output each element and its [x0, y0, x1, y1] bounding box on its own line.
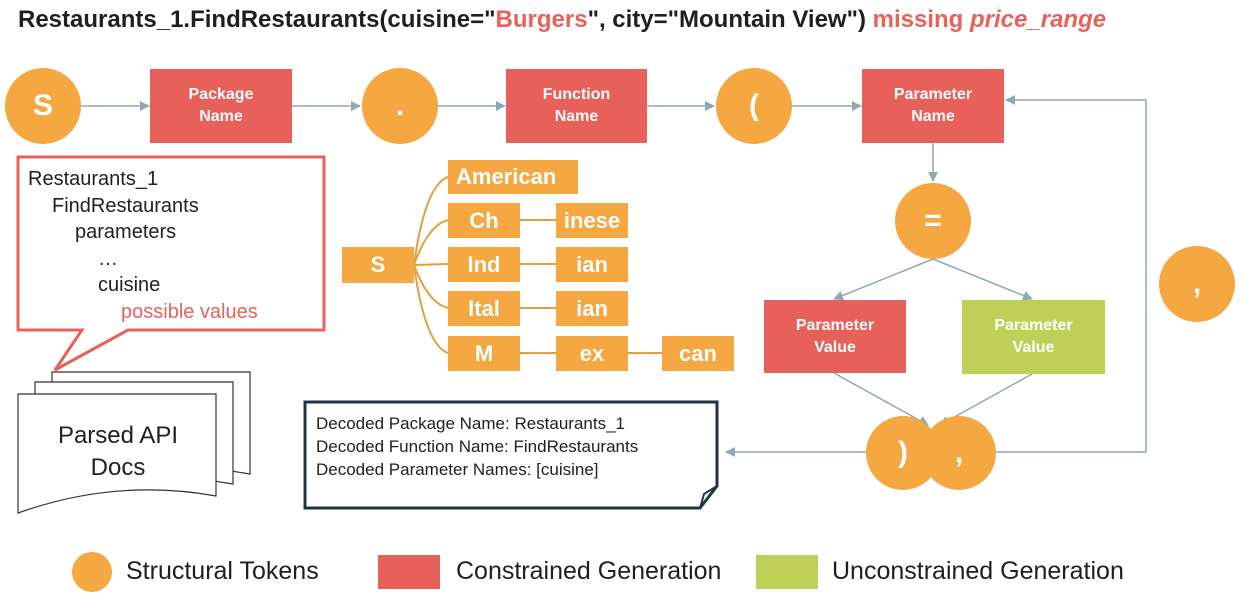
legend-constrained-swatch: [378, 555, 440, 589]
tree-token-m: M: [448, 336, 520, 371]
legend-structural-label: Structural Tokens: [126, 557, 319, 585]
tree-token-ian-2: ian: [556, 291, 628, 326]
decoded-package-line: Decoded Package Name: Restaurants_1: [316, 414, 626, 433]
tree-token-ind: Ind: [448, 247, 520, 282]
legend-unconstrained-label: Unconstrained Generation: [832, 557, 1124, 585]
comma-loop-token-circle: ,: [1159, 246, 1235, 322]
tree-token-can: can: [662, 336, 734, 371]
tree-root-token: S: [342, 247, 414, 283]
constrained-parameter-value-box: Parameter Value: [764, 300, 906, 373]
callout-possible-values: possible values: [121, 300, 258, 323]
callout-line-cuisine: cuisine: [98, 274, 161, 296]
title-prefix: Restaurants_1.FindRestaurants(cuisine=": [18, 6, 496, 33]
title-missing-param: price_range: [970, 6, 1107, 33]
title-mid: ", city="Mountain View"): [587, 6, 866, 33]
function-name-box: Function Name: [506, 69, 647, 143]
tree-token-ex: ex: [556, 336, 628, 371]
unconstrained-parameter-value-box: Parameter Value: [962, 300, 1105, 374]
parsed-api-docs-label: Parsed API Docs: [57, 422, 179, 481]
tree-token-ian-1: ian: [556, 247, 628, 282]
dot-token-circle: .: [362, 68, 438, 144]
callout-line-parameters: parameters: [75, 221, 177, 243]
parameter-name-box: Parameter Name: [862, 69, 1004, 143]
tree-token-inese: inese: [556, 203, 628, 238]
api-docs-callout: [16, 155, 326, 372]
decoded-note-box: [303, 400, 719, 510]
title-missing-label: missing: [872, 6, 964, 33]
token-tree-lines: [413, 176, 662, 354]
legend-structural-swatch: [72, 552, 112, 592]
edge-equals-to-constrained-value: [833, 258, 934, 301]
callout-line-function: FindRestaurants: [52, 194, 199, 217]
title-cuisine-value: Burgers: [495, 6, 588, 33]
legend-constrained-label: Constrained Generation: [456, 557, 722, 585]
decoded-function-line: Decoded Function Name: FindRestaurants: [316, 437, 639, 456]
decoded-summary: Decoded Package Name: Restaurants_1 Deco…: [316, 412, 638, 481]
callout-line-ellipsis: …: [98, 247, 118, 270]
decoded-parameters-line: Decoded Parameter Names: [cuisine]: [316, 460, 599, 479]
edge-loop-back: [996, 95, 1147, 453]
tree-token-ch: Ch: [448, 203, 520, 238]
tree-token-american: American: [448, 160, 578, 194]
callout-line-package: Restaurants_1: [28, 168, 159, 190]
parsed-api-docs-stack: [17, 371, 251, 514]
diagram-title: Restaurants_1.FindRestaurants(cuisine="B…: [18, 6, 1106, 34]
edge-equals-to-unconstrained-value: [932, 258, 1033, 301]
legend-unconstrained-swatch: [756, 555, 818, 589]
equals-token-circle: =: [895, 183, 971, 259]
tree-token-ital: Ital: [448, 291, 520, 326]
package-name-box: Package Name: [150, 69, 292, 143]
start-token-circle: S: [5, 68, 81, 144]
open-paren-token-circle: (: [716, 68, 792, 144]
comma-merge-token-circle: ,: [922, 416, 996, 490]
